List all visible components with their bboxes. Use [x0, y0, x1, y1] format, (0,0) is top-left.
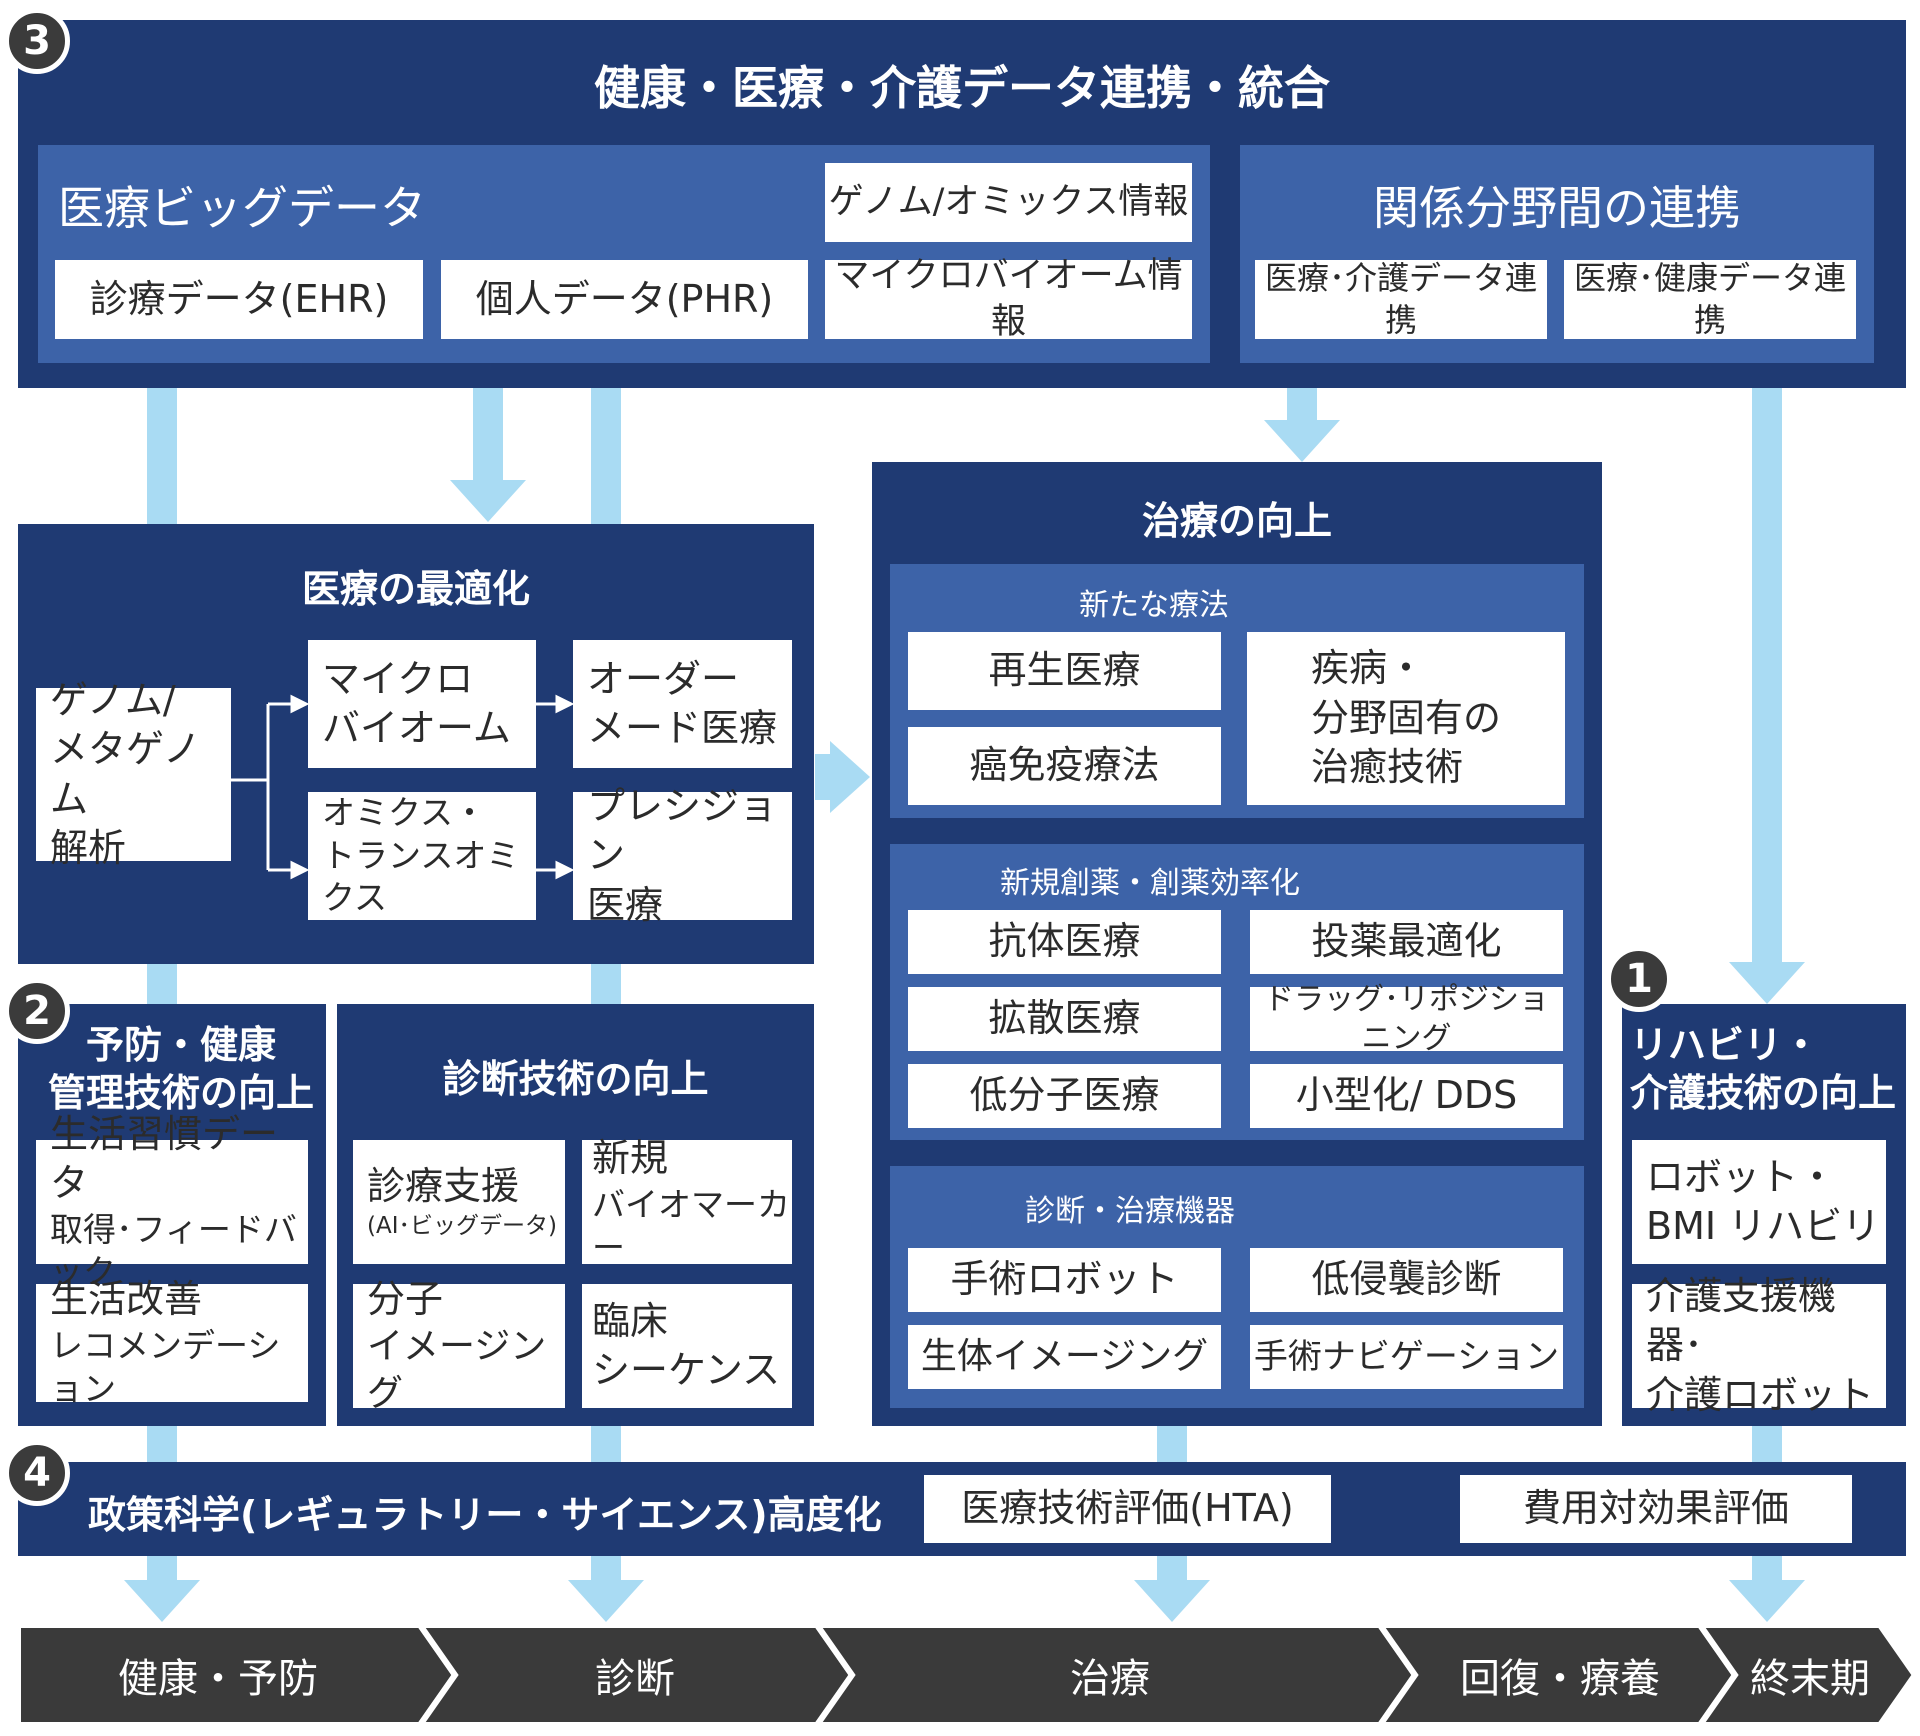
- section-data-integration-title: 健康・医療・介護データ連携・統合: [594, 61, 1330, 115]
- surgical-robot-box: 手術ロボット: [908, 1248, 1221, 1312]
- dosing-optimization-box: 投薬最適化: [1250, 910, 1563, 974]
- antibody-box: 抗体医療: [908, 910, 1221, 974]
- hta-box: 医療技術評価(HTA): [924, 1475, 1331, 1543]
- omics-box: オミクス・ トランスオミクス: [308, 792, 536, 920]
- arrow-head-end-stage: [1729, 1580, 1805, 1622]
- regenerative-box: 再生医療: [908, 632, 1221, 710]
- number-badge-4: 4: [4, 1440, 70, 1506]
- stage-end-of-life: 終末期: [1750, 1656, 1870, 1702]
- rehab-title: リハビリ・ 介護技術の向上: [1630, 1023, 1897, 1115]
- arrow-head-diagnosis: [568, 1580, 644, 1622]
- ehr-box: 診療データ(EHR): [55, 260, 423, 339]
- stage-shape-end: [1694, 1622, 1919, 1728]
- clinical-sequence-box: 臨床 シーケンス: [582, 1284, 792, 1408]
- arrow-linkage-to-rehab: [1752, 340, 1782, 970]
- care-device-box: 介護支援機器･ 介護ロボット: [1632, 1274, 1886, 1417]
- stage-diagnosis: 診断: [595, 1656, 675, 1702]
- number-badge-1: 1: [1606, 946, 1672, 1012]
- prevention-title: 予防・健康 管理技術の向上: [47, 1023, 314, 1115]
- surgical-navigation-box: 手術ナビゲーション: [1250, 1325, 1563, 1389]
- number-badge-3: 3: [4, 8, 70, 74]
- lifestyle-recommend-box: 生活改善 レコメンデーション: [36, 1277, 308, 1408]
- policy-science-title: 政策科学(レギュラトリー・サイエンス)高度化: [88, 1493, 882, 1537]
- arrow-phr-to-optimization: [473, 380, 503, 485]
- number-badge-2: 2: [4, 978, 70, 1044]
- microbiome-box: マイクロ バイオーム: [308, 640, 536, 768]
- nucleic-medicine-box: 拡散医療: [908, 987, 1221, 1051]
- optimization-connectors: [231, 694, 575, 880]
- stage-treatment: 治療: [1070, 1656, 1150, 1702]
- treatment-title: 治療の向上: [1141, 499, 1332, 543]
- disease-specific-box: 疾病・ 分野固有の 治癒技術: [1247, 632, 1565, 805]
- linkage-title: 関係分野間の連携: [1373, 181, 1741, 235]
- molecular-imaging-box: 分子 イメージング: [353, 1277, 565, 1414]
- genome-analysis-box: ゲノム/ メタゲノム 解析: [36, 678, 231, 870]
- stage-health-prevention: 健康・予防: [118, 1656, 318, 1702]
- med-health-linkage-box: 医療･健康データ連携: [1564, 259, 1856, 339]
- stage-bar: [15, 1622, 1919, 1728]
- precision-medicine-box: プレシジョン 医療: [573, 784, 792, 927]
- arrow-optimization-to-treatment-shaft: [815, 754, 835, 800]
- microbiome-info-box: マイクロバイオーム情報: [825, 256, 1192, 342]
- clinical-support-box: 診療支援 (AI･ビッグデータ): [353, 1140, 565, 1264]
- robot-bmi-box: ロボット・ BMI リハビリ: [1632, 1140, 1886, 1264]
- diagnosis-title: 診断技術の向上: [442, 1057, 709, 1101]
- arrow-head-optimization: [450, 480, 526, 522]
- arrow-head-prevention: [124, 1580, 200, 1622]
- small-molecule-box: 低分子医療: [908, 1064, 1221, 1128]
- dds-box: 小型化/ DDS: [1250, 1064, 1563, 1128]
- genome-omics-box: ゲノム/オミックス情報: [825, 163, 1192, 242]
- arrow-head-treatment-stage: [1134, 1580, 1210, 1622]
- bio-imaging-box: 生体イメージング: [908, 1325, 1221, 1389]
- devices-title: 診断・治療機器: [1025, 1194, 1235, 1229]
- immunotherapy-box: 癌免疫療法: [908, 727, 1221, 805]
- arrow-head-rehab: [1729, 962, 1805, 1004]
- biomarker-box: 新規 バイオマーカー: [582, 1136, 792, 1267]
- drug-repositioning-box: ドラッグ･リポジショニング: [1250, 982, 1563, 1056]
- new-therapy-title: 新たな療法: [1079, 588, 1229, 623]
- ordermade-medicine-box: オーダー メード医療: [573, 640, 792, 768]
- phr-box: 個人データ(PHR): [441, 260, 808, 339]
- arrow-optimization-to-treatment: [830, 741, 870, 813]
- stage-recovery: 回復・療養: [1460, 1656, 1660, 1702]
- bigdata-title: 医療ビッグデータ: [58, 181, 426, 235]
- drug-discovery-title: 新規創薬・創薬効率化: [1000, 866, 1300, 901]
- lifestyle-data-box: 生活習慣データ 取得･フィードバック: [36, 1112, 308, 1291]
- optimization-title: 医療の最適化: [301, 567, 530, 611]
- arrow-head-treatment: [1264, 420, 1340, 462]
- low-invasive-box: 低侵襲診断: [1250, 1248, 1563, 1312]
- med-care-linkage-box: 医療･介護データ連携: [1255, 259, 1547, 339]
- cost-effectiveness-box: 費用対効果評価: [1460, 1475, 1852, 1543]
